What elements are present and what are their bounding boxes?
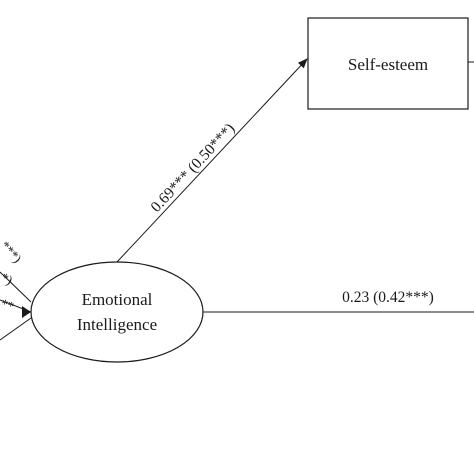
ei-to-self-esteem-coefficient: 0.69*** (0.50***): [147, 120, 238, 216]
left-incoming-arrow-3: [0, 317, 32, 341]
self-esteem-label: Self-esteem: [348, 55, 428, 74]
self-esteem-node: [307, 17, 469, 110]
ei-to-self-esteem-arrow: [116, 58, 308, 263]
emotional-intelligence-label-line1: Emotional: [82, 290, 153, 309]
emotional-intelligence-label-line2: Intelligence: [77, 315, 157, 334]
ei-to-right-coefficient: 0.23 (0.42***): [342, 289, 434, 306]
left-fragment-3: **: [0, 296, 16, 314]
left-arrowhead: [22, 306, 31, 318]
left-fragment-1: ***): [0, 238, 25, 266]
left-incoming-arrow-1: [0, 271, 32, 303]
emotional-intelligence-node: [30, 261, 204, 363]
